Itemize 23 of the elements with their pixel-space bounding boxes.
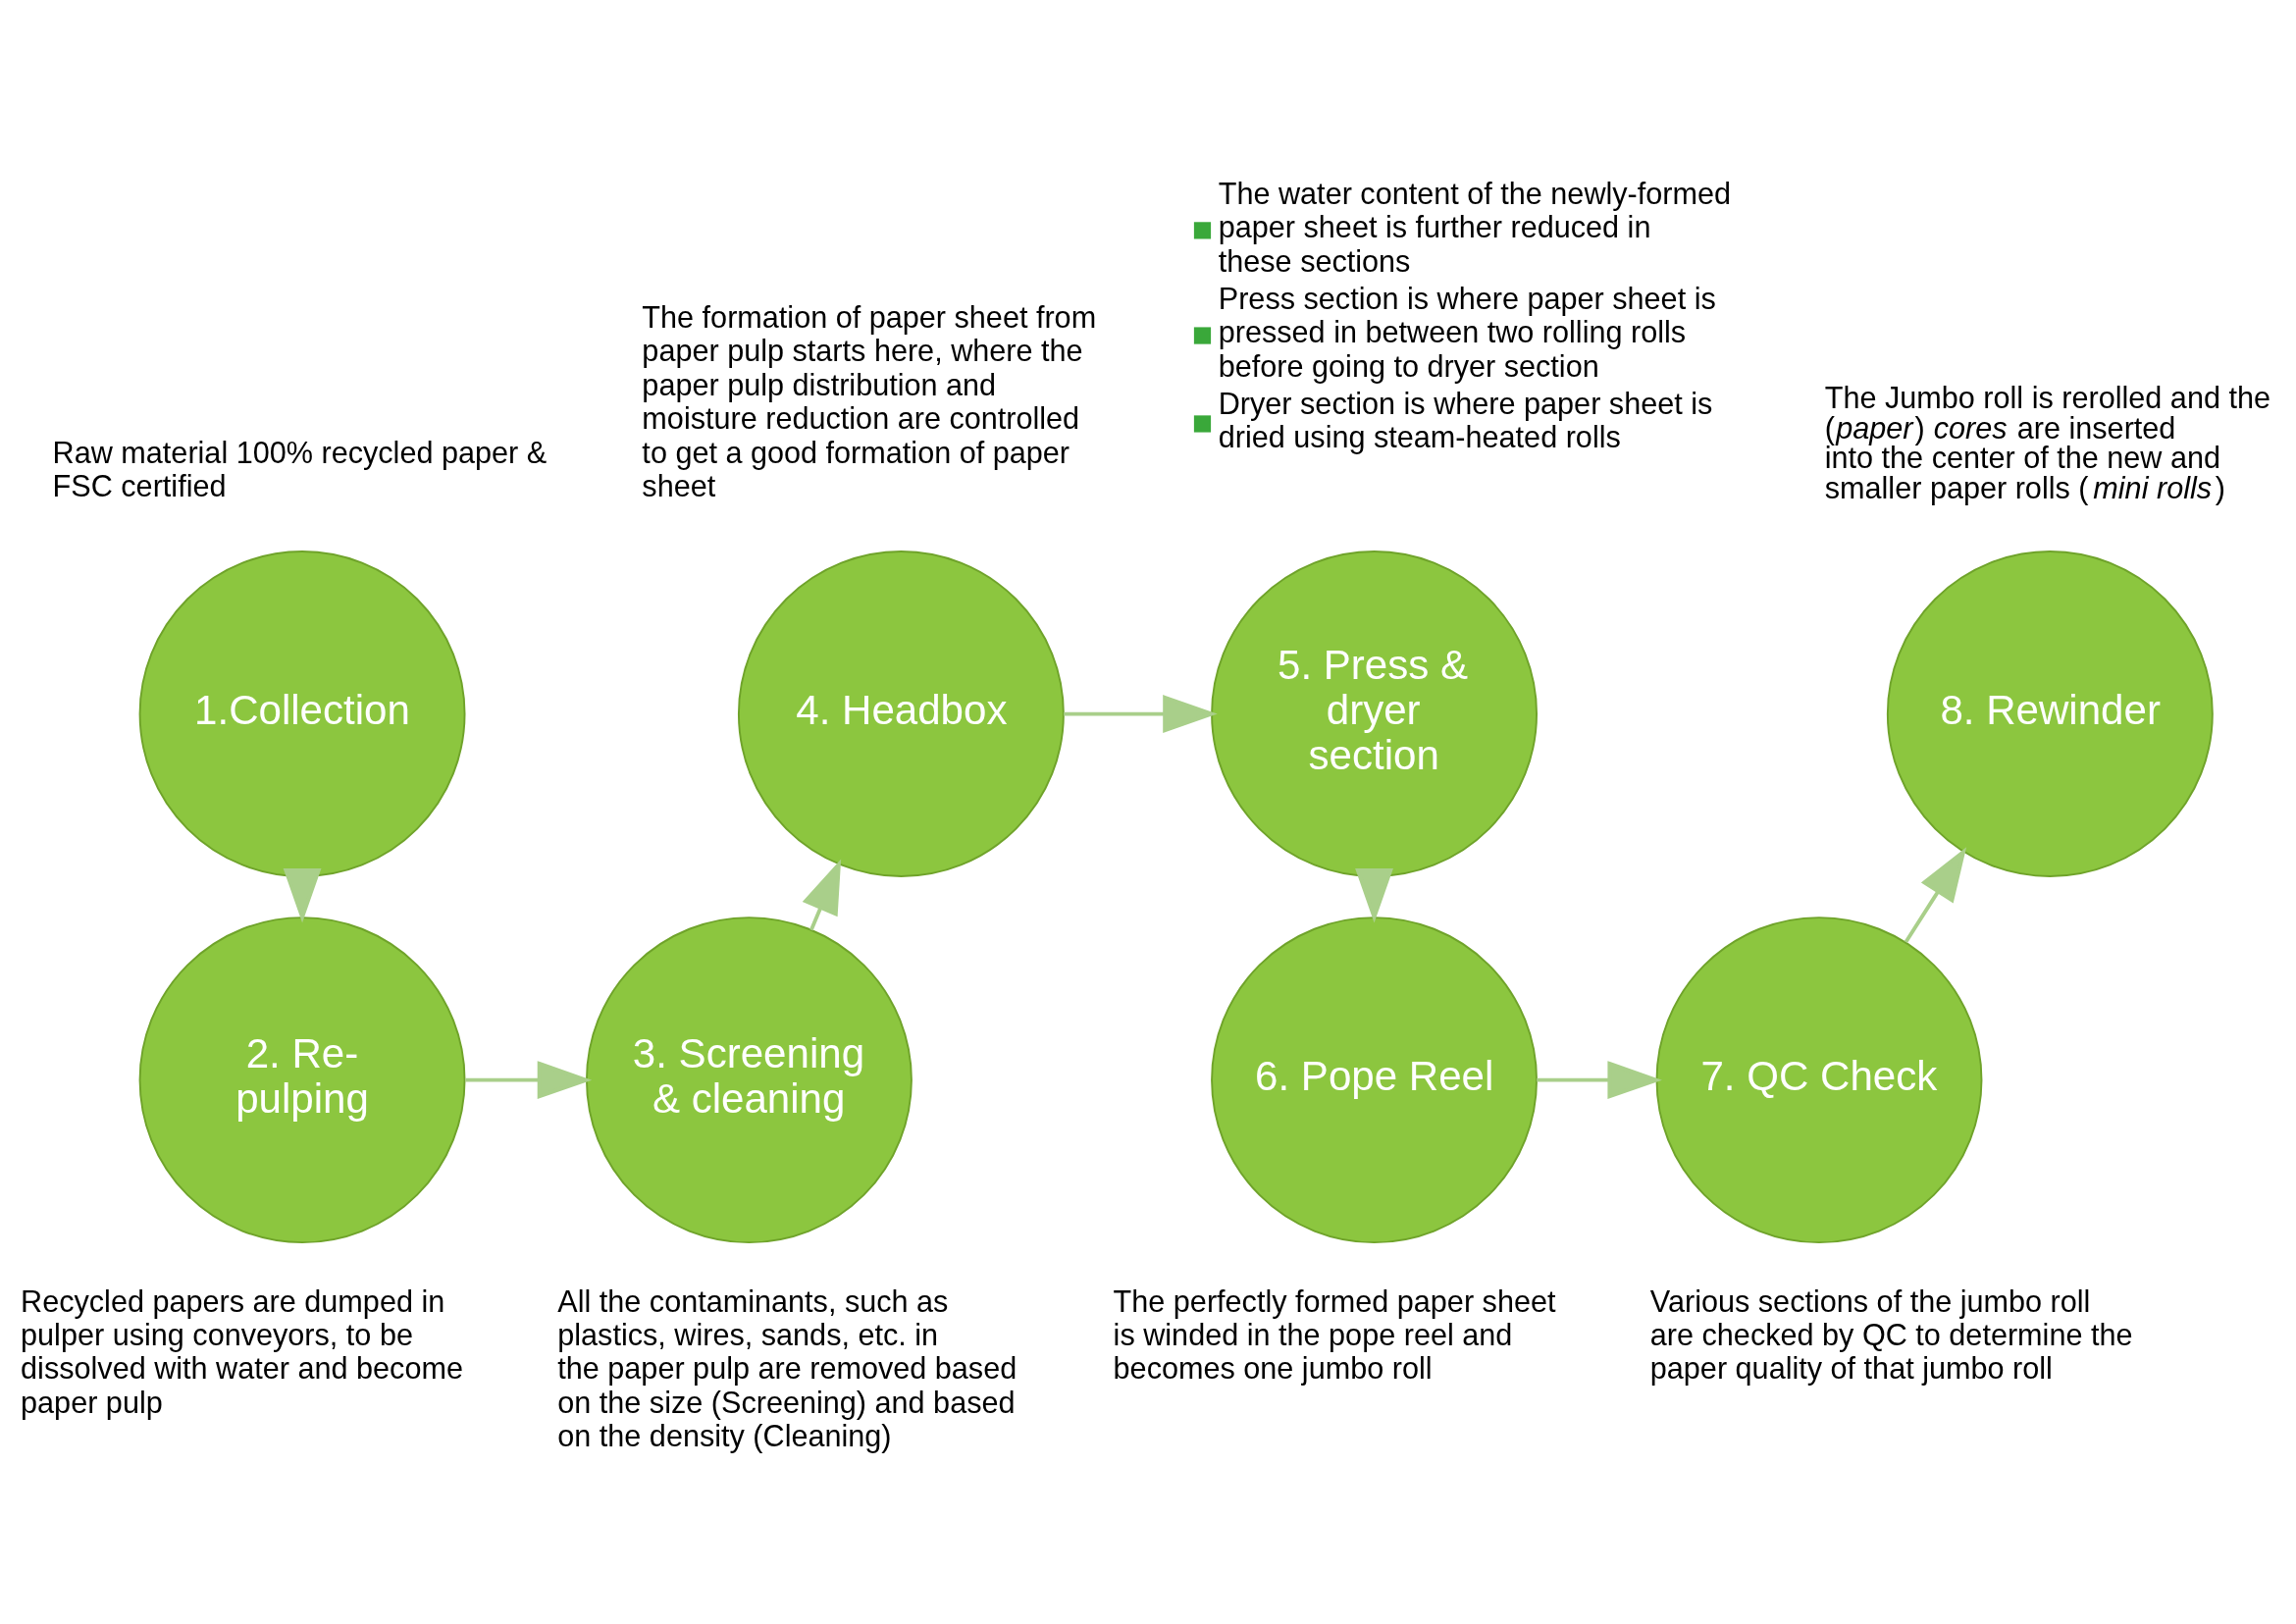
arrow	[465, 1060, 593, 1099]
node-label: The Jumbo roll is rerolled and the (paper) cores are inserted into the center of the new and smaller paper rolls (mini rolls)	[1824, 380, 2271, 504]
node-circle: 8. Rewinder	[1886, 550, 2214, 877]
node-label: The formation of paper sheet from paper pulp starts here, where the paper pulp distribution and moisture reduction are controlled to get a good formation of paper sheet	[642, 299, 1097, 502]
node-circle: 4. Headbox	[737, 550, 1065, 877]
node-label: The water content of the newly-formed paper sheet is further reduced in these sections	[1218, 176, 1732, 278]
arrow	[802, 858, 842, 930]
arrow	[1904, 846, 1967, 943]
node-label: Recycled papers are dumped in pulper using conveyors, to be dissolved with water and become paper pulp	[21, 1283, 463, 1419]
node-circle: 2. Re-pulping	[138, 916, 466, 1243]
arrow	[1064, 694, 1218, 733]
node-circle: 7. QC Check	[1655, 916, 1983, 1243]
node-label: Dryer section is where paper sheet is dried using steam-heated rolls	[1218, 386, 1713, 453]
node-label: The perfectly formed paper sheet is winded in the pope reel and becomes one jumbo roll	[1113, 1283, 1556, 1385]
arrow	[283, 867, 322, 923]
node-circle: 3. Screening & cleaning	[585, 916, 913, 1243]
node-label: Press section is where paper sheet is pressed in between two rolling rolls before going to dryer section	[1218, 281, 1716, 383]
node-label: All the contaminants, such as plastics, wires, sands, etc. in the paper pulp are removed based on the size (Screening) and based on the density (Cleaning)	[557, 1283, 1018, 1452]
node-label: Various sections of the jumbo roll are checked by QC to determine the paper quality of that jumbo roll	[1649, 1283, 2133, 1385]
node-circle: 6. Pope Reel	[1211, 916, 1538, 1243]
node-label: Raw material 100% recycled paper & FSC certified	[52, 435, 548, 502]
arrow	[1537, 1060, 1662, 1099]
arrow	[1355, 867, 1393, 923]
